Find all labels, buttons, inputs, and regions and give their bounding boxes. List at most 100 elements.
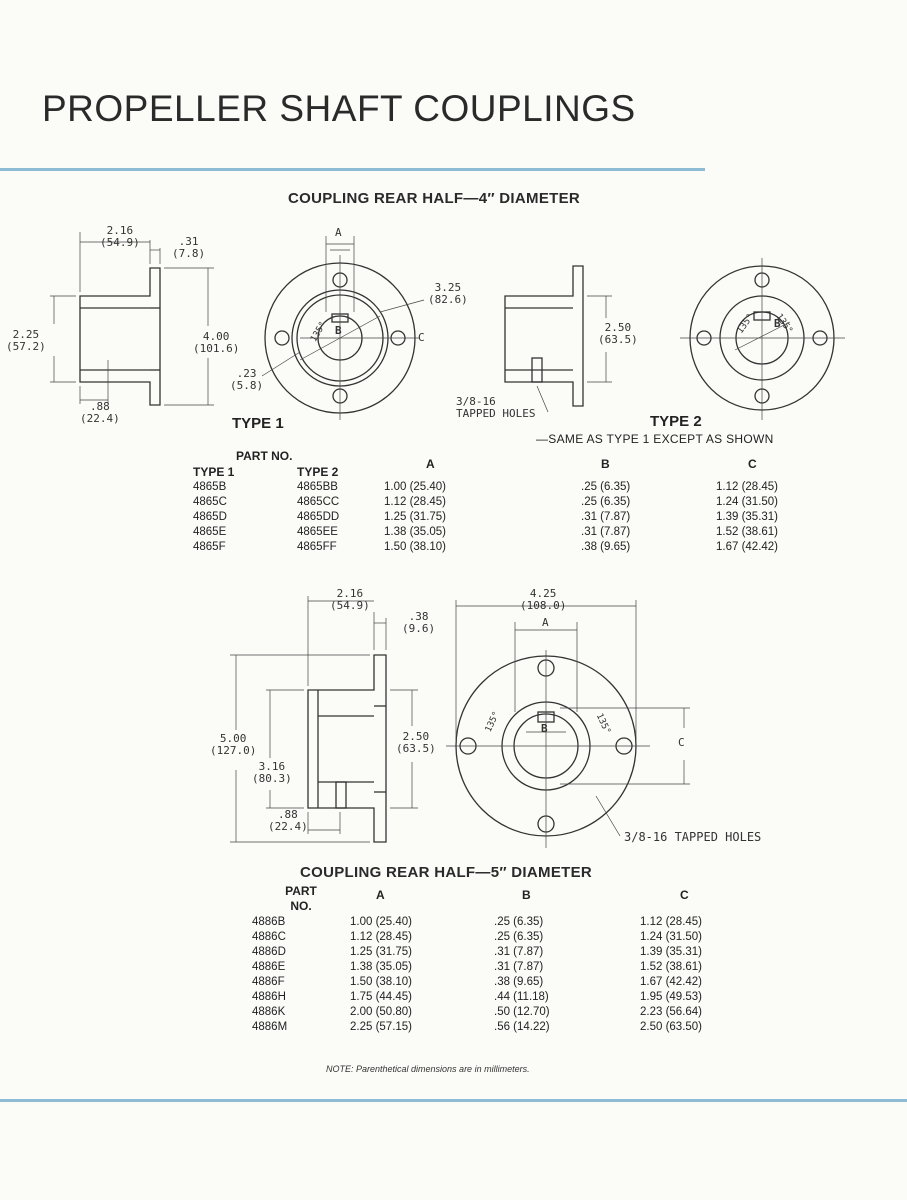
- table-cell: 1.95 (49.53): [640, 990, 703, 1003]
- table-cell: 2.25 (57.15): [350, 1020, 413, 1033]
- col-C: C: [748, 457, 757, 471]
- dim-400: 4.00(101.6): [193, 330, 240, 355]
- table-cell: 1.67 (42.42): [716, 540, 779, 553]
- dim-216-5in: 2.16(54.9): [330, 587, 370, 612]
- table-cell: 1.50 (38.10): [384, 540, 447, 553]
- dim-B-5in: B: [541, 722, 548, 735]
- dim-250-type2: 2.50(63.5): [598, 321, 638, 346]
- table-cell: 1.12 (28.45): [350, 930, 413, 943]
- table-row: 4886M 2.25 (57.15) .56 (14.22) 2.50 (63.50): [252, 1019, 702, 1034]
- dim-88-5in: .88(22.4): [268, 808, 308, 833]
- table-row: 4865E 4865EE 1.38 (35.05) .31 (7.87) 1.52 (3…: [193, 524, 778, 539]
- type1-label: TYPE 1: [232, 415, 284, 432]
- table-cell: 4865DD: [297, 510, 340, 523]
- dim-325: 3.25(82.6): [428, 281, 468, 306]
- table-cell: 1.12 (28.45): [716, 480, 779, 493]
- table-cell: 4886M: [252, 1020, 288, 1033]
- table-cell: 4886K: [252, 1005, 286, 1018]
- table-cell: 2.50 (63.50): [640, 1020, 703, 1033]
- table-cell: 1.39 (35.31): [716, 510, 779, 523]
- table-cell: 4865CC: [297, 495, 340, 508]
- table-cell: 1.00 (25.40): [350, 915, 413, 928]
- dim-31: .31(7.8): [172, 235, 206, 260]
- table-cell: 4886C: [252, 930, 286, 943]
- table-cell: 1.25 (31.75): [384, 510, 447, 523]
- dim-225: 2.25(57.2): [6, 328, 46, 353]
- table-row: 4886C 1.12 (28.45) .25 (6.35) 1.24 (31.50): [252, 929, 702, 944]
- table-cell: 4865E: [193, 525, 227, 538]
- dim-500: 5.00(127.0): [210, 732, 257, 757]
- table-cell: 1.25 (31.75): [350, 945, 413, 958]
- table-cell: 4886D: [252, 945, 286, 958]
- table-cell: 4865FF: [297, 540, 337, 553]
- table-cell: .25 (6.35): [581, 495, 631, 508]
- dim-A-type1: A: [335, 226, 342, 239]
- col-type2: TYPE 2: [297, 465, 339, 479]
- table-cell: .31 (7.87): [494, 960, 544, 973]
- dim-316: 3.16(80.3): [252, 760, 292, 785]
- table-cell: 1.38 (35.05): [350, 960, 413, 973]
- table-cell: 1.75 (44.45): [350, 990, 413, 1003]
- table-cell: 1.00 (25.40): [384, 480, 447, 493]
- table-cell: 1.52 (38.61): [640, 960, 703, 973]
- table-cell: 1.50 (38.10): [350, 975, 413, 988]
- table-cell: 1.52 (38.61): [716, 525, 779, 538]
- table-cell: 1.12 (28.45): [640, 915, 703, 928]
- table-cell: 4865D: [193, 510, 227, 523]
- table-cell: 4865EE: [297, 525, 338, 538]
- table-cell: .25 (6.35): [494, 930, 544, 943]
- dim-C-5in: C: [678, 736, 685, 749]
- footnote: NOTE: Parenthetical dimensions are in mi…: [326, 1064, 530, 1074]
- dim-425: 4.25(108.0): [520, 587, 567, 612]
- table-cell: 1.67 (42.42): [640, 975, 703, 988]
- dim-38: .38(9.6): [402, 610, 436, 635]
- table-row: 4865D 4865DD 1.25 (31.75) .31 (7.87) 1.39 (3…: [193, 509, 778, 524]
- dim-216: 2.16(54.9): [100, 224, 140, 249]
- table-cell: 1.12 (28.45): [384, 495, 447, 508]
- table-cell: 4886F: [252, 975, 285, 988]
- table-cell: .44 (11.18): [494, 990, 549, 1003]
- tapped-holes-5in: 3/8-16 TAPPED HOLES: [624, 830, 762, 844]
- table-cell: 4865F: [193, 540, 226, 553]
- table-cell: .50 (12.70): [494, 1005, 550, 1018]
- dim-A-5in: A: [542, 616, 549, 629]
- table-cell: .56 (14.22): [494, 1020, 550, 1033]
- table-cell: .31 (7.87): [581, 510, 631, 523]
- dim-B-type2: B: [774, 317, 781, 330]
- page-title: PROPELLER SHAFT COUPLINGS: [42, 88, 636, 129]
- col-A: A: [426, 457, 435, 471]
- table-cell: 1.38 (35.05): [384, 525, 447, 538]
- table-cell: 4886E: [252, 960, 286, 973]
- col-C-5in: C: [680, 888, 689, 902]
- table-cell: 1.24 (31.50): [716, 495, 779, 508]
- col-A-5in: A: [376, 888, 385, 902]
- table-cell: 1.24 (31.50): [640, 930, 703, 943]
- dim-250-5in: 2.50(63.5): [396, 730, 436, 755]
- table-cell: .38 (9.65): [581, 540, 631, 553]
- dim-C-type1: C: [418, 331, 425, 344]
- table-cell: 1.39 (35.31): [640, 945, 703, 958]
- col-B-5in: B: [522, 888, 531, 902]
- dim-B-type1: B: [335, 324, 342, 337]
- bottom-divider: [0, 1099, 907, 1102]
- dim-23: .23(5.8): [230, 367, 264, 392]
- table-cell: .25 (6.35): [494, 915, 544, 928]
- col-type1: TYPE 1: [193, 465, 235, 479]
- partno-header: PART NO.: [236, 449, 293, 463]
- table-cell: 4865B: [193, 480, 227, 493]
- table-cell: .31 (7.87): [581, 525, 631, 538]
